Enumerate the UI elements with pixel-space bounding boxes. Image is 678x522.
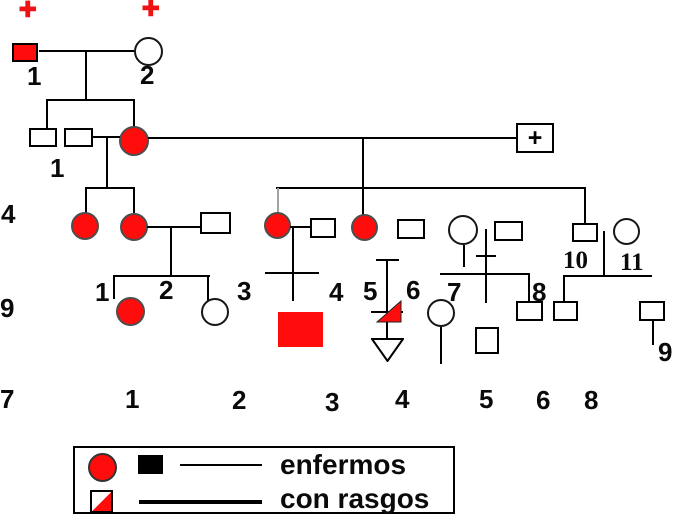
affected-fetus-triangle-icon bbox=[376, 299, 402, 323]
row-label: 7 bbox=[0, 384, 15, 414]
individual-number: 1 bbox=[27, 61, 42, 91]
individual-number: 5 bbox=[363, 276, 378, 306]
sibship-line bbox=[276, 187, 586, 189]
descent-line bbox=[362, 138, 364, 215]
plus-mark-icon: + bbox=[527, 123, 543, 152]
individual-number: 11 bbox=[620, 249, 644, 276]
descent-line bbox=[652, 321, 654, 345]
affected-female-symbol bbox=[71, 212, 99, 240]
sibship-line bbox=[563, 275, 652, 277]
descent-line bbox=[386, 259, 388, 342]
legend-box bbox=[73, 446, 455, 514]
unaffected-male-symbol bbox=[553, 301, 578, 321]
descent-line bbox=[463, 245, 465, 267]
legend-carrier-icon bbox=[90, 490, 113, 513]
individual-number: 1 bbox=[125, 384, 140, 414]
legend-label-carrier: con rasgos bbox=[280, 483, 430, 514]
descent-line bbox=[170, 227, 172, 277]
legend-affected-male-icon bbox=[138, 455, 163, 474]
miscarriage-triangle-icon bbox=[371, 338, 404, 362]
row-label: 4 bbox=[1, 199, 16, 229]
unaffected-female-symbol bbox=[427, 299, 455, 327]
individual-number: 2 bbox=[232, 385, 247, 415]
individual-number: 1 bbox=[50, 153, 65, 183]
descent-line bbox=[85, 187, 87, 213]
unaffected-female-symbol bbox=[134, 37, 163, 66]
cross-bar bbox=[371, 311, 403, 313]
individual-number: 9 bbox=[658, 337, 673, 367]
descent-line bbox=[85, 51, 87, 101]
mating-line bbox=[290, 226, 311, 228]
descent-line bbox=[584, 187, 586, 224]
legend-label-affected: enfermos bbox=[280, 449, 407, 480]
individual-number: 4 bbox=[395, 384, 410, 414]
cross-bar bbox=[476, 255, 496, 257]
individual-number: 1 bbox=[95, 277, 110, 307]
individual-number: 3 bbox=[325, 387, 340, 417]
unaffected-female-symbol bbox=[613, 218, 640, 245]
legend-thick-line bbox=[139, 500, 262, 504]
unaffected-male-symbol bbox=[397, 219, 425, 239]
mating-line bbox=[148, 137, 517, 139]
sibship-line bbox=[265, 272, 319, 274]
sibship-line bbox=[46, 99, 135, 101]
legend-affected-female-icon bbox=[88, 453, 117, 482]
individual-number: 8 bbox=[584, 385, 599, 415]
individual-number: 2 bbox=[140, 60, 155, 90]
descent-line bbox=[46, 99, 48, 129]
unaffected-male-symbol bbox=[475, 327, 499, 354]
row-label: 9 bbox=[0, 293, 15, 323]
unaffected-male-symbol bbox=[639, 301, 665, 321]
consort-male-symbol: + bbox=[516, 123, 554, 153]
unaffected-male-symbol bbox=[494, 221, 523, 241]
descent-line bbox=[292, 227, 294, 301]
affected-female-symbol bbox=[264, 212, 291, 239]
descent-line bbox=[207, 275, 209, 301]
unaffected-male-symbol bbox=[572, 223, 598, 242]
individual-number: 6 bbox=[536, 385, 551, 415]
descent-line bbox=[485, 229, 487, 303]
individual-number: 5 bbox=[479, 384, 494, 414]
legend-thin-line bbox=[180, 464, 262, 466]
descent-line bbox=[563, 275, 565, 302]
plus-mark-icon: + bbox=[141, 0, 160, 25]
individual-number: 7 bbox=[447, 277, 462, 307]
individual-number: 10 bbox=[563, 247, 588, 274]
affected-male-symbol bbox=[278, 312, 323, 347]
descent-line bbox=[440, 327, 442, 364]
sibship-line bbox=[85, 187, 135, 189]
descent-line bbox=[106, 137, 108, 189]
affected-female-symbol bbox=[116, 297, 145, 326]
unaffected-female-symbol bbox=[448, 215, 478, 245]
unaffected-male-symbol bbox=[29, 128, 57, 147]
sibship-line bbox=[440, 273, 530, 275]
unaffected-female-symbol bbox=[201, 298, 229, 326]
mating-line bbox=[147, 226, 201, 228]
individual-number: 4 bbox=[329, 277, 344, 307]
unaffected-male-symbol bbox=[516, 301, 543, 321]
affected-female-symbol bbox=[120, 213, 148, 241]
individual-number: 6 bbox=[406, 275, 421, 305]
unaffected-male-symbol bbox=[310, 218, 336, 238]
individual-number: 3 bbox=[237, 276, 252, 306]
descent-line bbox=[133, 187, 135, 214]
affected-female-symbol bbox=[119, 126, 149, 156]
descent-line bbox=[113, 275, 115, 299]
unaffected-male-symbol bbox=[64, 128, 93, 147]
mating-line bbox=[603, 231, 605, 277]
descent-line bbox=[133, 99, 135, 127]
sibship-line bbox=[113, 275, 210, 277]
affected-female-symbol bbox=[351, 214, 378, 241]
individual-number: 2 bbox=[159, 275, 174, 305]
descent-line-gray bbox=[277, 188, 279, 213]
descent-line bbox=[528, 273, 530, 302]
affected-male-symbol bbox=[12, 43, 38, 62]
plus-mark-icon: + bbox=[18, 0, 37, 26]
unaffected-male-symbol bbox=[200, 212, 231, 234]
individual-number: 8 bbox=[532, 277, 547, 307]
